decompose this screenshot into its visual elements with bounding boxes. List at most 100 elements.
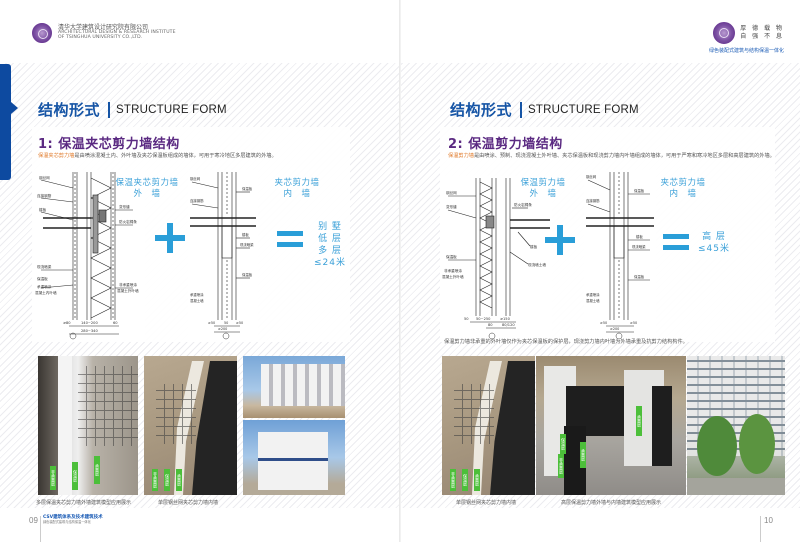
- svg-text:现浇墙土墙: 现浇墙土墙: [528, 262, 546, 267]
- result-line: 低 层: [318, 234, 342, 245]
- svg-text:混凝土外叶墙: 混凝土外叶墙: [117, 288, 139, 293]
- svg-text:非承重喷涂: 非承重喷涂: [119, 282, 137, 287]
- inner-wall-label-line1: 夹芯剪力墙: [274, 178, 320, 188]
- inner-wall-section-drawing: 钢丝网连接钢筋 承重喷涂混凝土墙 保温板楼板现浇暗梁保温板 ≥50≥50≥200: [584, 170, 656, 340]
- svg-text:变形缝: 变形缝: [119, 204, 130, 209]
- equals-icon: [277, 231, 303, 247]
- svg-text:保温板: 保温板: [446, 254, 457, 259]
- tag-bearing: 承重层: [580, 442, 586, 468]
- plus-icon: [545, 225, 575, 255]
- svg-text:80/120: 80/120: [502, 323, 515, 327]
- org-name-en-1: ARCHITECTURAL DESIGN & RESEARCH INSTITUT…: [58, 30, 176, 36]
- inner-wall-label-line2: 内 墙: [669, 188, 697, 199]
- svg-text:钢丝网: 钢丝网: [39, 175, 50, 180]
- svg-text:钢丝网: 钢丝网: [446, 190, 457, 195]
- svg-text:≥50: ≥50: [600, 321, 607, 325]
- svg-text:现浇暗梁: 现浇暗梁: [240, 242, 254, 247]
- svg-text:≥80: ≥80: [63, 321, 71, 325]
- svg-text:现浇暗梁: 现浇暗梁: [632, 244, 646, 249]
- svg-text:保温板: 保温板: [634, 188, 645, 193]
- tag-bearing: 承重层: [94, 456, 100, 484]
- right-result: 高 层 ≤45米: [694, 231, 734, 255]
- photo-single-layer-wire-wall: 非承重层 保温层 承重层: [442, 356, 535, 495]
- title-divider: [520, 101, 523, 118]
- svg-text:保温板: 保温板: [634, 274, 645, 279]
- svg-text:连接钢筋: 连接钢筋: [586, 198, 600, 203]
- svg-text:保温板: 保温板: [242, 272, 253, 277]
- photo-highrise-building: [687, 356, 785, 495]
- result-line: ≤45米: [698, 244, 730, 255]
- photo-villa-building-1: [243, 356, 345, 418]
- photo-caption: 高层保温剪力墙外墙与内墙建筑模型应用展示: [561, 500, 662, 506]
- svg-text:承重喷涂: 承重喷涂: [190, 292, 204, 297]
- left-section-title: 结构形式 STRUCTURE FORM: [38, 99, 227, 120]
- outer-wall-label-line2: 外 墙: [133, 188, 161, 199]
- inner-wall-label: 夹芯剪力墙 内 墙: [262, 178, 332, 199]
- svg-text:楼板: 楼板: [242, 232, 249, 237]
- left-description: 保温夹芯剪力墙是由喷涂混凝土内、外叶墙及夹芯保温板组成的墙体，可用于寒冷地区多层…: [38, 152, 358, 160]
- header-tagline: 绿色装配式建筑与结构保温一体化: [708, 48, 784, 54]
- tag-nonbearing: 非承重层: [450, 469, 456, 491]
- section-title-en: STRUCTURE FORM: [528, 103, 639, 116]
- plus-icon: [155, 223, 185, 253]
- photo-multilayer-wall-model: 非承重层 保温层 承重层: [38, 356, 138, 495]
- svg-text:现浇暗梁: 现浇暗梁: [37, 264, 52, 269]
- left-result: 别 墅 低 层 多 层 ≤24米: [310, 221, 350, 270]
- outer-wall-label-line2: 外 墙: [529, 188, 557, 199]
- svg-text:楼板: 楼板: [39, 207, 47, 212]
- photo-caption: 单层钢丝网夹芯剪力墙内墙: [158, 500, 219, 506]
- inner-wall-label-line1: 夹芯剪力墙: [660, 178, 706, 188]
- desc-text: 是由喷涂混凝土内、外叶墙及夹芯保温板组成的墙体，可用于寒冷地区多层建筑的外墙。: [74, 153, 277, 159]
- photo-highrise-wall-model: 保温层 非承重层 承重层 承重层: [536, 356, 686, 495]
- footer-divider: [40, 516, 41, 542]
- tsinghua-logo-icon: [32, 23, 52, 43]
- svg-text:保温板: 保温板: [37, 276, 48, 281]
- header-right: 厚 德 载 物 自 强 不 息 绿色装配式建筑与结构保温一体化: [709, 22, 784, 54]
- photo-caption: 单层钢丝网夹芯剪力墙内墙: [456, 500, 517, 506]
- tsinghua-seal-icon: [713, 22, 736, 44]
- tag-nonbearing: 非承重层: [558, 454, 564, 478]
- tag-bearing: 承重层: [176, 469, 182, 491]
- desc-text: 是由喷涂、预制、现浇混凝土外叶墙、夹芯保温板和现浇剪力墙内叶墙组成的墙体，可用于…: [473, 153, 775, 159]
- svg-text:60: 60: [113, 321, 118, 325]
- svg-text:防火岩棉条: 防火岩棉条: [119, 219, 137, 224]
- svg-text:≥50: ≥50: [236, 321, 243, 325]
- svg-text:280~340: 280~340: [81, 329, 98, 333]
- footer-brand-cn: CSV建筑体系及技术建筑技术: [43, 515, 103, 520]
- svg-text:连接钢筋: 连接钢筋: [37, 193, 52, 198]
- section-marker-arrow-icon: [11, 102, 18, 114]
- page-number-right: 10: [764, 516, 773, 525]
- desc-highlight: 保温夹芯剪力墙: [38, 153, 75, 159]
- desc-highlight: 保温剪力墙: [448, 153, 474, 159]
- footer-divider: [760, 516, 761, 542]
- svg-text:连接钢筋: 连接钢筋: [190, 198, 204, 203]
- footer-brand-sub: 绿色装配式建筑与结构保温一体化: [43, 519, 91, 524]
- title-divider: [108, 101, 111, 118]
- result-line: 多 层: [318, 246, 342, 257]
- tag-nonbearing: 非承重层: [50, 466, 56, 490]
- svg-text:≥150: ≥150: [500, 317, 511, 321]
- svg-text:50: 50: [224, 321, 228, 325]
- tag-insulation: 保温层: [462, 469, 468, 491]
- svg-text:承重喷涂: 承重喷涂: [586, 292, 600, 297]
- motto-line-1: 厚 德 载 物: [740, 25, 784, 33]
- outer-wall-label: 保温夹芯剪力墙 外 墙: [112, 178, 182, 199]
- photo-single-layer-wire-wall: 非承重层 保温层 承重层: [144, 356, 237, 495]
- motto-line-2: 自 强 不 息: [740, 33, 784, 40]
- svg-text:≥50: ≥50: [208, 321, 215, 325]
- photo-caption: 多层保温夹芯剪力墙外墙建筑模型应用展示: [36, 500, 132, 506]
- svg-text:楼板: 楼板: [636, 234, 643, 239]
- left-subtitle: 1: 保温夹芯剪力墙结构: [38, 137, 180, 152]
- svg-text:混凝土墙: 混凝土墙: [190, 298, 204, 303]
- right-note: 保温剪力墙非承重的外叶墙仅作为夹芯保温板的保护层，现浇剪力墙内叶墙为外墙承重及抗…: [444, 339, 688, 345]
- footer-brand: CSV建筑体系及技术建筑技术 绿色装配式建筑与结构保温一体化: [43, 515, 103, 524]
- inner-wall-label: 夹芯剪力墙 内 墙: [648, 178, 718, 199]
- svg-text:楼板: 楼板: [530, 244, 538, 249]
- svg-text:140~200: 140~200: [81, 321, 98, 325]
- motto: 厚 德 载 物 自 强 不 息: [740, 25, 784, 41]
- outer-wall-section-drawing: 钢丝网连接钢筋楼板 现浇暗梁保温板承重喷涂混凝土内叶墙 变形缝防火岩棉条非承重喷…: [33, 170, 145, 340]
- right-description: 保温剪力墙是由喷涂、预制、现浇混凝土外叶墙、夹芯保温板和现浇剪力墙内叶墙组成的墙…: [448, 152, 778, 160]
